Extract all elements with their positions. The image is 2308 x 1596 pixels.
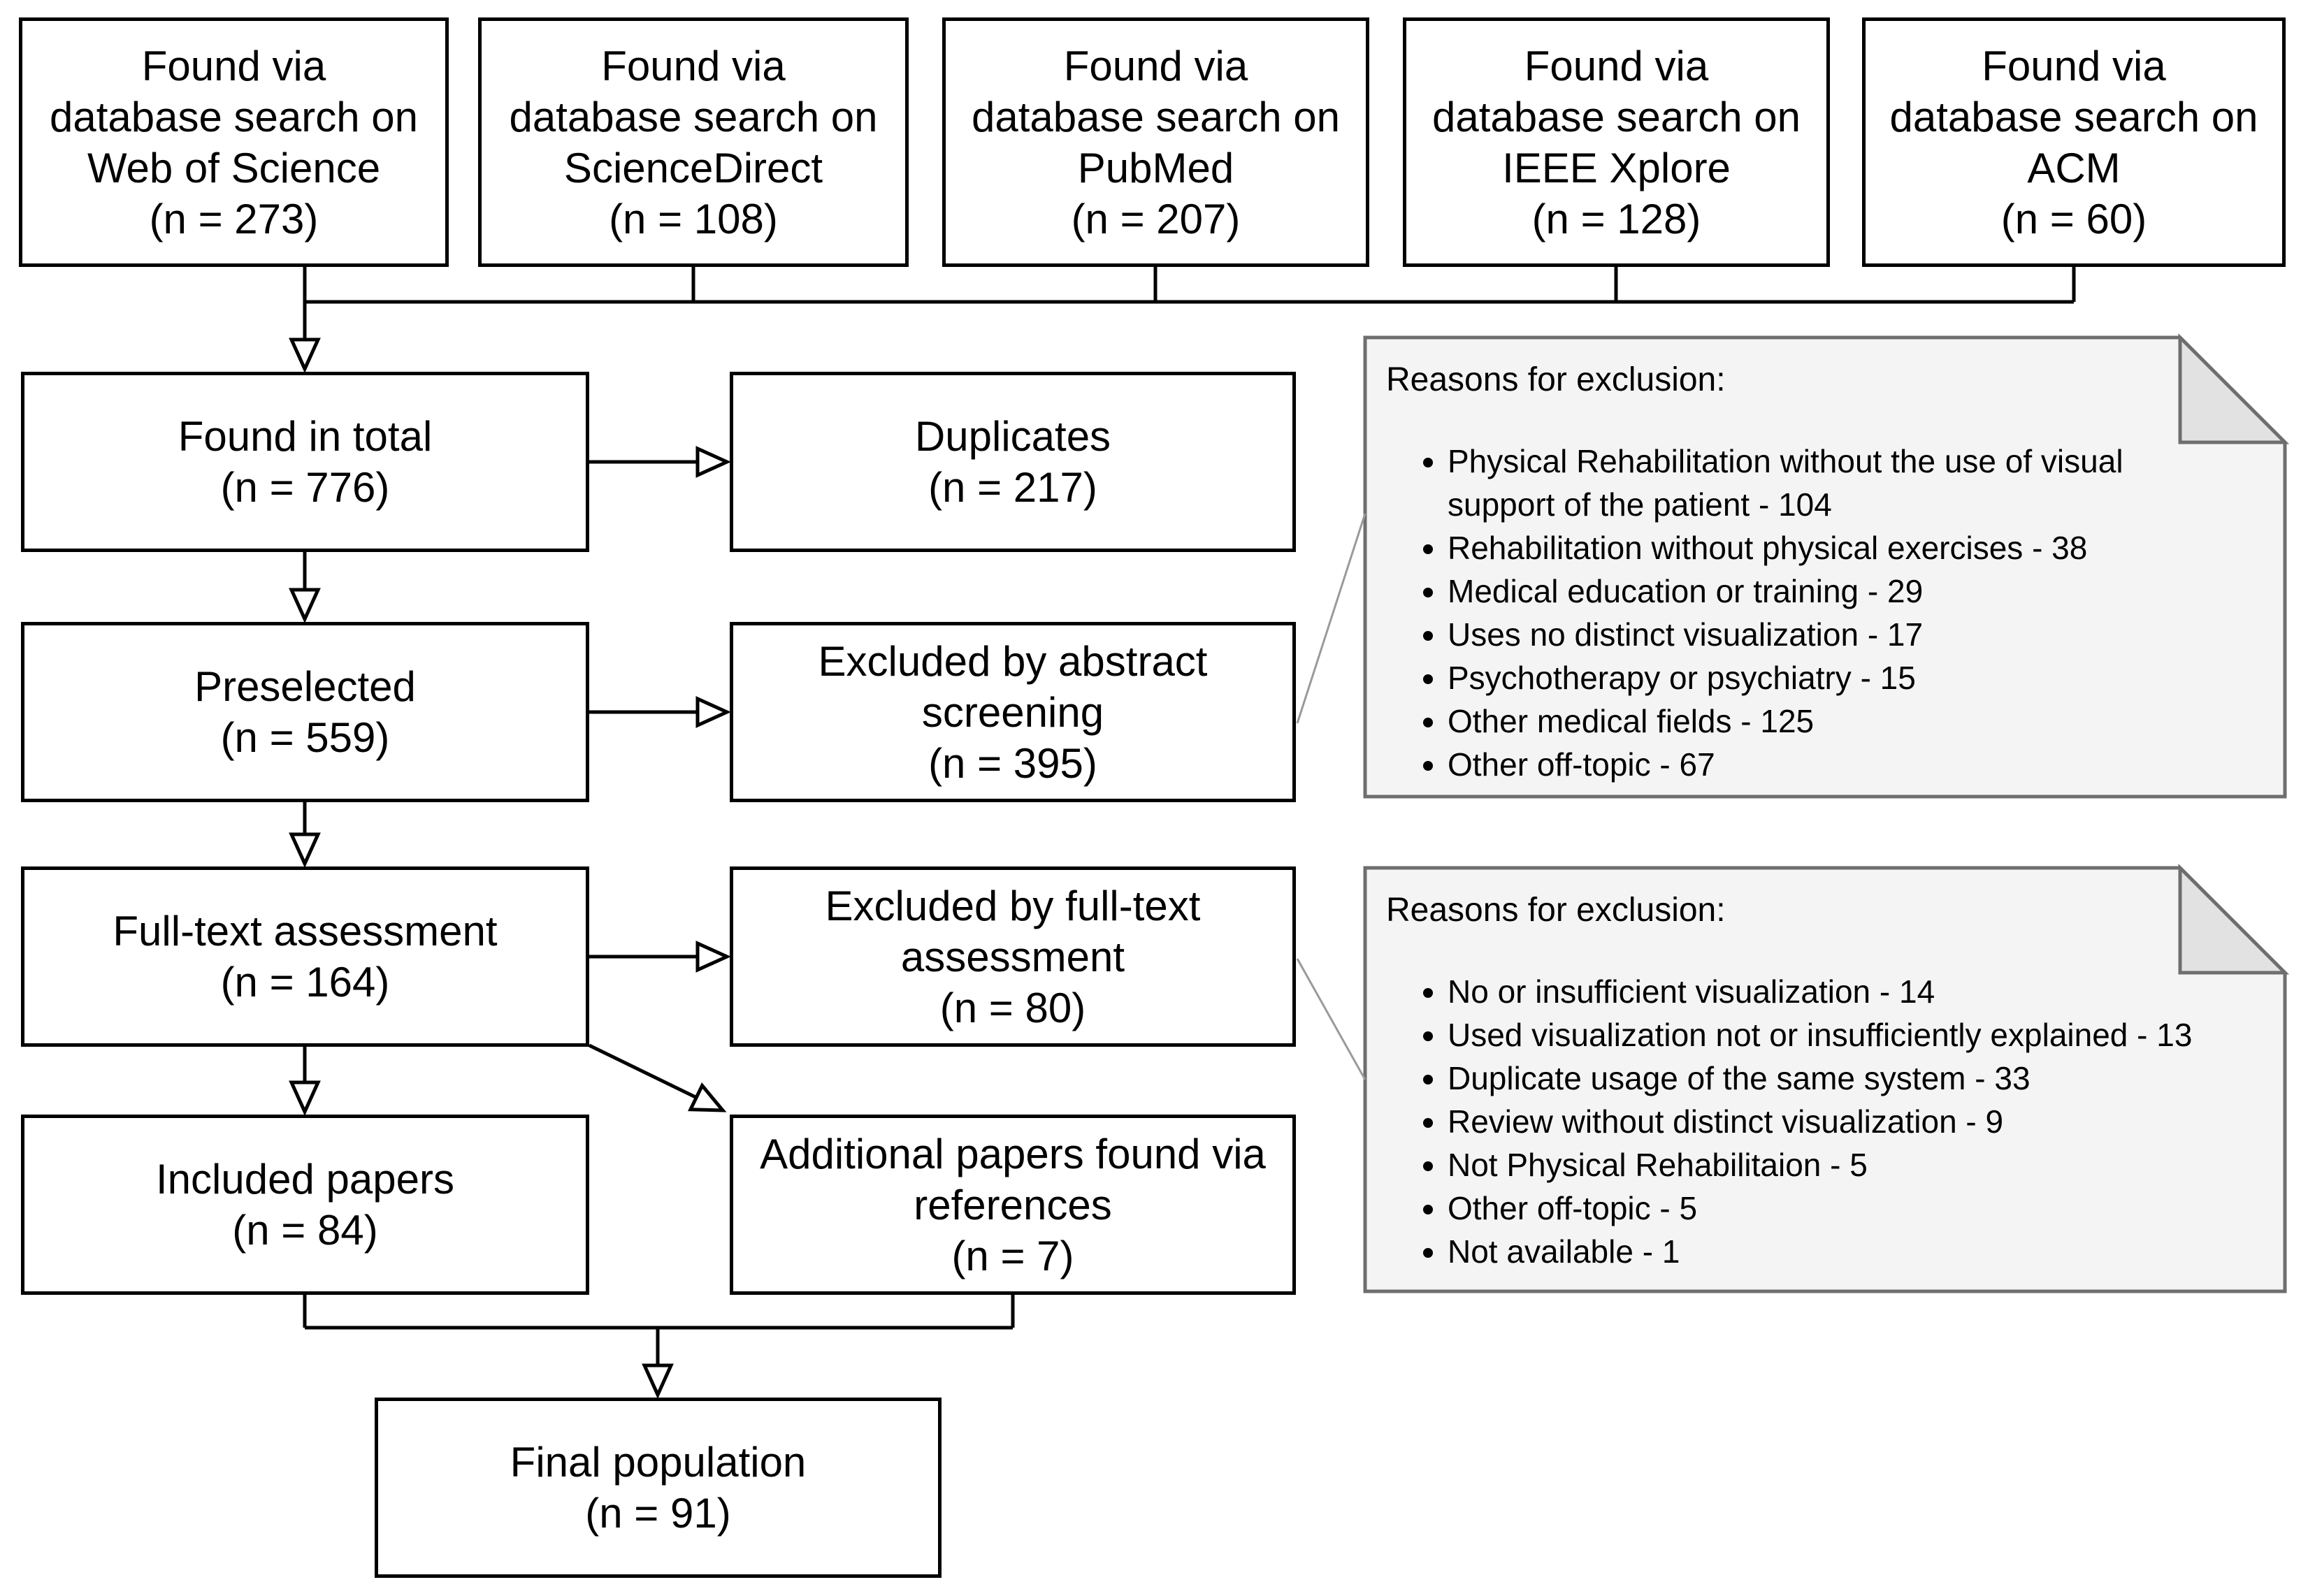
note-bullet: No or insufficient visualization - 14 bbox=[1448, 970, 2278, 1013]
node-included-papers: Included papers (n = 84) bbox=[21, 1115, 589, 1295]
note-anchors bbox=[1296, 513, 1366, 1080]
note-bullet: Duplicate usage of the same system - 33 bbox=[1448, 1057, 2278, 1100]
note-bullet: Not available - 1 bbox=[1448, 1230, 2278, 1273]
note-exclusion-fulltext: Reasons for exclusion: No or insufficien… bbox=[1365, 868, 2285, 1291]
node-duplicates: Duplicates (n = 217) bbox=[730, 372, 1296, 552]
note-bullet: Used visualization not or insufficiently… bbox=[1448, 1013, 2278, 1057]
node-full-text-assessment: Full-text assessment (n = 164) bbox=[21, 866, 589, 1047]
node-source-ieee-xplore: Found via database search on IEEE Xplore… bbox=[1403, 17, 1830, 267]
flow-connectors bbox=[305, 267, 2076, 1395]
node-source-web-of-science: Found via database search on Web of Scie… bbox=[19, 17, 449, 267]
note-title: Reasons for exclusion: bbox=[1386, 892, 1726, 929]
note-bullet: Other off-topic - 67 bbox=[1448, 743, 2278, 786]
node-additional-papers: Additional papers found via references (… bbox=[730, 1115, 1296, 1295]
note-bullet: Medical education or training - 29 bbox=[1448, 570, 2278, 613]
node-excluded-by-abstract: Excluded by abstract screening (n = 395) bbox=[730, 622, 1296, 802]
note-abstract-shape bbox=[1363, 335, 2287, 799]
note-title: Reasons for exclusion: bbox=[1386, 361, 1726, 398]
note-fulltext-anchor-line bbox=[1296, 958, 1366, 1080]
note-shapes bbox=[1363, 333, 2290, 1293]
note-bullet: Psychotherapy or psychiatry - 15 bbox=[1448, 656, 2278, 699]
note-bullet: Other off-topic - 5 bbox=[1448, 1187, 2278, 1230]
node-source-acm: Found via database search on ACM (n = 60… bbox=[1862, 17, 2286, 267]
node-source-sciencedirect: Found via database search on ScienceDire… bbox=[478, 17, 909, 267]
note-bullet-list: No or insufficient visualization - 14Use… bbox=[1365, 970, 2278, 1273]
node-source-pubmed: Found via database search on PubMed (n =… bbox=[942, 17, 1369, 267]
note-abstract-anchor-line bbox=[1296, 513, 1366, 724]
node-preselected: Preselected (n = 559) bbox=[21, 622, 589, 802]
note-bullet: Other medical fields - 125 bbox=[1448, 699, 2278, 743]
note-exclusion-abstract: Reasons for exclusion: Physical Rehabili… bbox=[1365, 338, 2285, 797]
note-bullet: Not Physical Rehabilitaion - 5 bbox=[1448, 1143, 2278, 1187]
node-found-in-total: Found in total (n = 776) bbox=[21, 372, 589, 552]
note-bullet: Uses no distinct visualization - 17 bbox=[1448, 613, 2278, 656]
note-fulltext-shape bbox=[1363, 866, 2287, 1293]
node-final-population: Final population (n = 91) bbox=[375, 1398, 942, 1578]
note-bullet: Review without distinct visualization - … bbox=[1448, 1100, 2278, 1143]
note-bullet-list: Physical Rehabilitation without the use … bbox=[1365, 440, 2278, 786]
note-bullet: Rehabilitation without physical exercise… bbox=[1448, 526, 2278, 570]
node-excluded-by-full-text: Excluded by full-text assessment (n = 80… bbox=[730, 866, 1296, 1047]
arrow-fulltext-to-additional bbox=[588, 1043, 723, 1110]
note-bullet: Physical Rehabilitation without the use … bbox=[1448, 440, 2278, 526]
note-abstract-fold-icon bbox=[2178, 333, 2290, 444]
note-fulltext-fold-icon bbox=[2178, 863, 2290, 975]
